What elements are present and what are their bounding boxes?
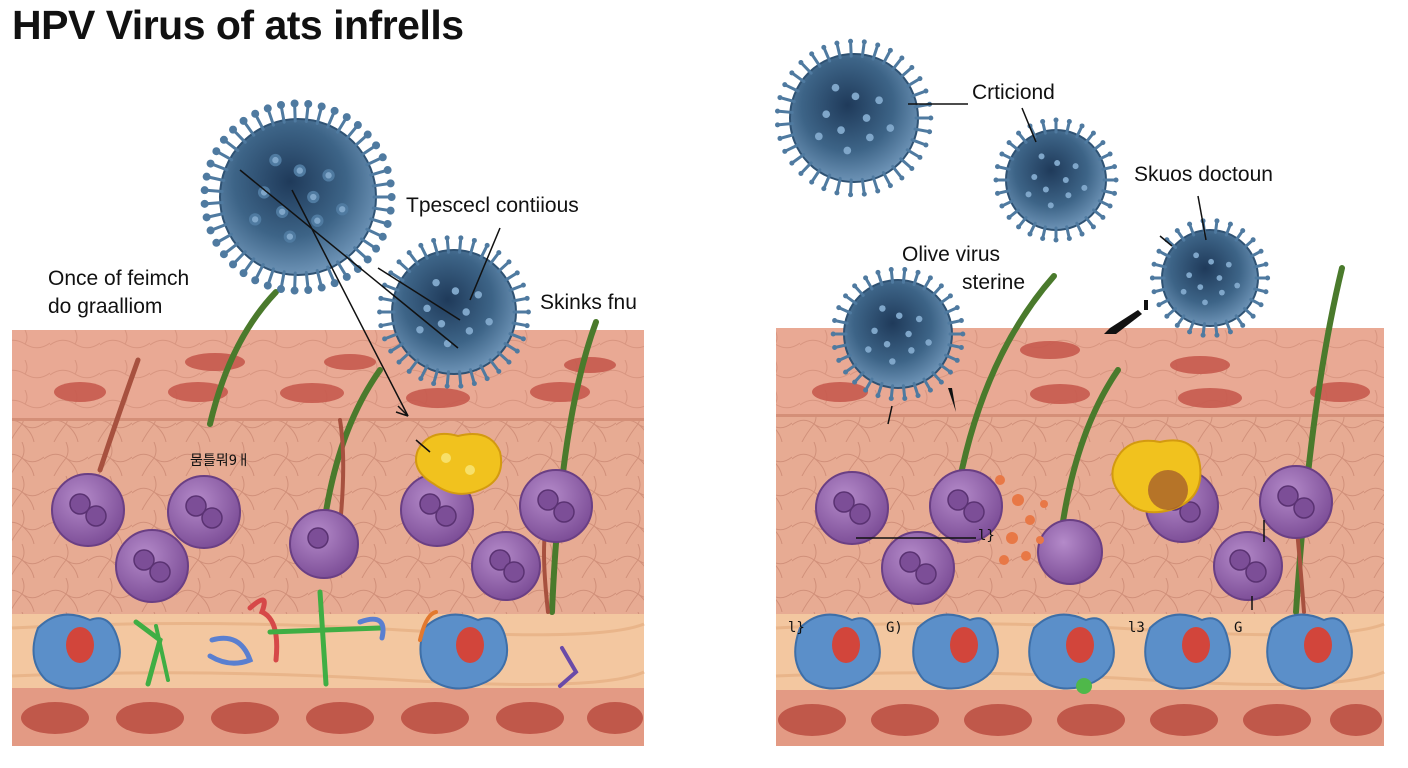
left-fibers <box>133 589 579 688</box>
virus-right-2 <box>1005 129 1107 231</box>
label-left-side-line2: do graalliom <box>48 295 163 318</box>
right-arrows <box>948 300 1148 412</box>
label-right-box-c: G) <box>886 620 903 636</box>
label-right-box-d: l3 <box>1128 620 1145 636</box>
right-yellow-blob <box>1111 439 1202 514</box>
right-viruses <box>775 38 1271 401</box>
label-right-middle-line1: Olive virus <box>902 243 1001 266</box>
label-left-inner-code: 뭄틀뭐9ㅐ <box>190 453 250 469</box>
virus-spikes <box>993 117 1119 243</box>
virus-spikes <box>200 99 396 295</box>
left-blue-cells <box>32 613 508 690</box>
virus-medium-left <box>377 235 531 389</box>
left-pointer-lines <box>239 169 501 453</box>
left-skin-top <box>12 330 644 418</box>
label-right-box-b: l} <box>788 620 805 636</box>
label-right-middle-line2: sterine <box>962 271 1026 294</box>
right-hairs <box>953 265 1345 615</box>
right-blue-cells <box>794 613 1353 694</box>
label-left-top-right: Tpescecl contiious <box>406 194 579 217</box>
label-right-box-e: G <box>1234 620 1243 636</box>
label-left-side-line1: Once of feimch <box>48 267 190 290</box>
page-title: HPV Virus of ats infrells <box>12 2 464 48</box>
right-base-vessels <box>778 704 1382 736</box>
virus-right-4 <box>843 279 953 389</box>
left-viruses <box>200 99 531 389</box>
left-purple-nuclei <box>69 489 575 583</box>
left-base-vessels <box>21 702 643 734</box>
virus-spikes <box>1149 218 1271 338</box>
left-yellow-blob <box>415 432 502 495</box>
right-orange-particles <box>995 475 1048 565</box>
label-right-top: Crticiond <box>972 81 1055 104</box>
right-surface-vessels <box>812 341 1370 408</box>
label-right-box-a: l} <box>978 528 995 544</box>
virus-large-left <box>200 99 396 295</box>
virus-spikes <box>830 267 966 401</box>
left-surface-vessels <box>54 353 616 408</box>
virus-spikes <box>775 38 934 198</box>
virus-spikes <box>377 235 531 389</box>
right-purple-cells <box>815 465 1333 605</box>
virus-right-3 <box>1161 229 1259 327</box>
label-right-upper-right: Skuos doctoun <box>1134 163 1273 186</box>
right-pointer-lines <box>856 103 1265 610</box>
label-left-right-side: Skinks fnu <box>540 291 637 314</box>
